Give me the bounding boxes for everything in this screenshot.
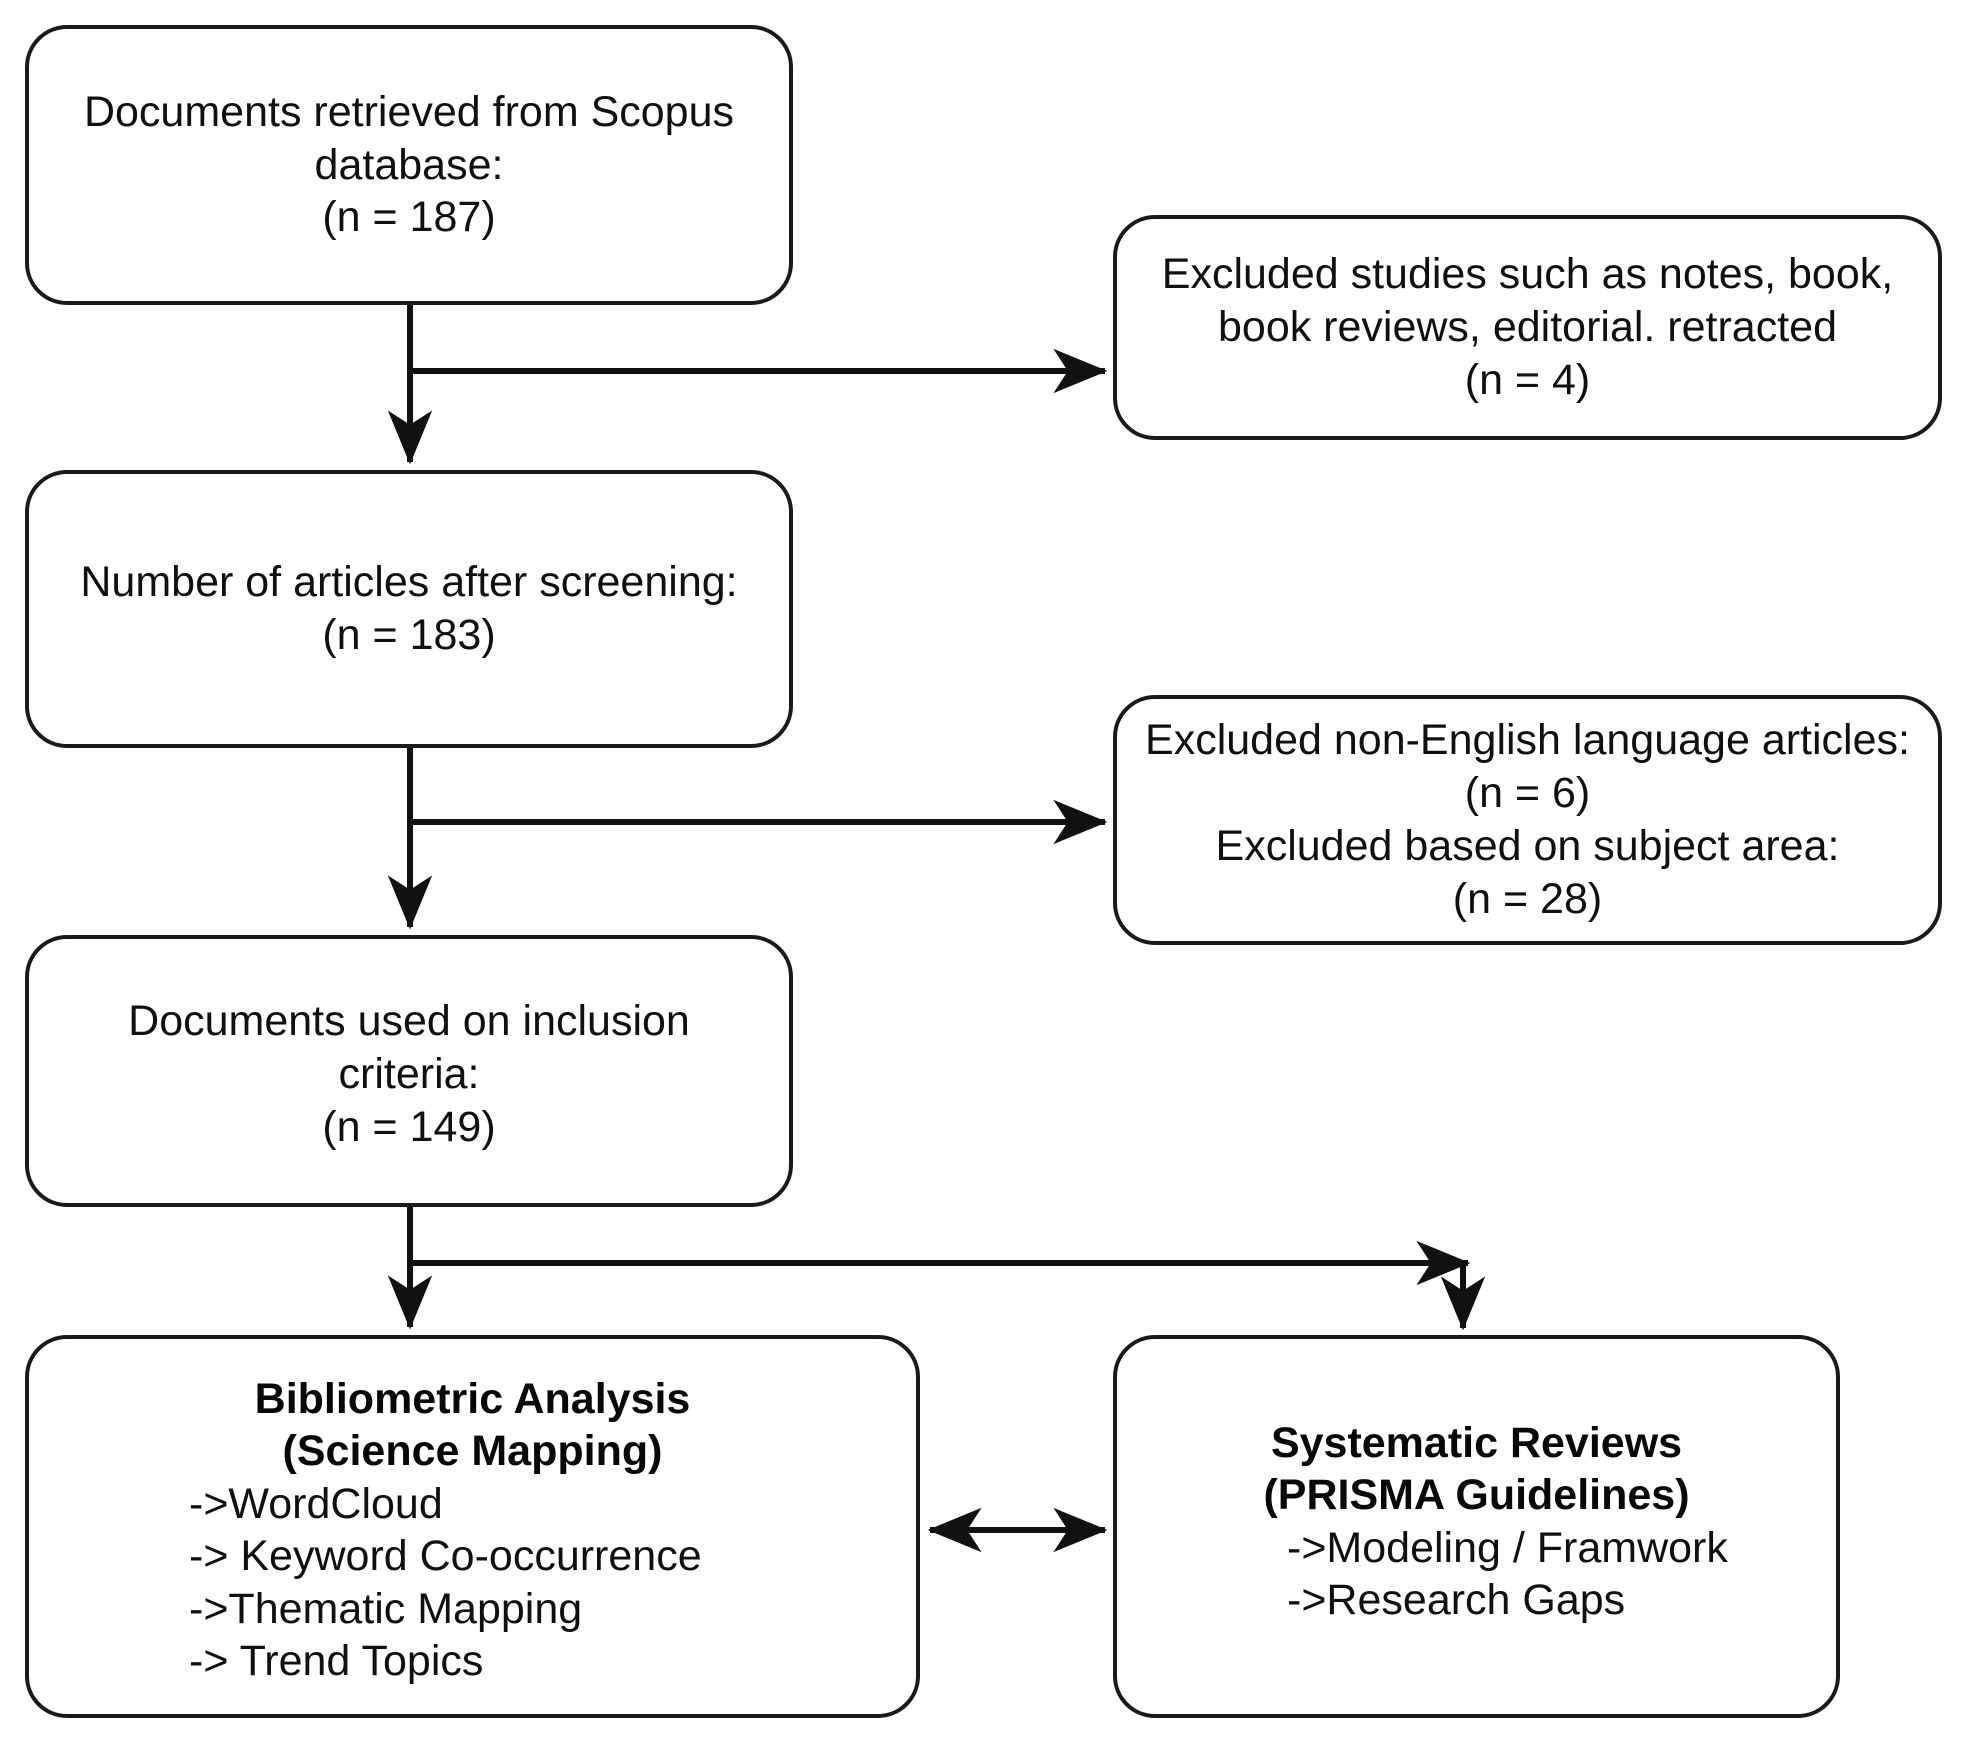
node-excluded-language-subject-text: Excluded non-English language articles: … — [1145, 716, 1910, 923]
node-bibliometric-analysis[interactable]: Bibliometric Analysis (Science Mapping) … — [25, 1335, 920, 1718]
edge-inclusion-to-systematic — [410, 1240, 1486, 1331]
systematic-title-line-2: (PRISMA Guidelines) — [1263, 1471, 1690, 1520]
systematic-item-modeling-framework: ->Modeling / Framwork — [1287, 1523, 1728, 1572]
bibliometric-item-wordcloud: ->WordCloud — [189, 1479, 443, 1528]
bibliometric-item-list: ->WordCloud -> Keyword Co-occurrence ->T… — [29, 1478, 916, 1688]
node-inclusion-criteria-text: Documents used on inclusion criteria: (n… — [128, 997, 690, 1151]
node-inclusion-criteria[interactable]: Documents used on inclusion criteria: (n… — [25, 935, 793, 1207]
bibliometric-item-thematic-mapping: ->Thematic Mapping — [189, 1584, 583, 1633]
node-systematic-reviews[interactable]: Systematic Reviews (PRISMA Guidelines) -… — [1113, 1335, 1840, 1718]
systematic-title-line-1: Systematic Reviews — [1270, 1419, 1683, 1467]
systematic-item-list: ->Modeling / Framwork ->Research Gaps — [1117, 1522, 1836, 1627]
systematic-item-research-gaps: ->Research Gaps — [1287, 1576, 1626, 1625]
bibliometric-item-trend-topics: -> Trend Topics — [189, 1637, 484, 1686]
bibliometric-title-line-2: (Science Mapping) — [282, 1427, 663, 1476]
node-excluded-language-subject[interactable]: Excluded non-English language articles: … — [1113, 695, 1942, 945]
node-excluded-types-text: Excluded studies such as notes, book, bo… — [1161, 250, 1894, 404]
node-after-screening-text: Number of articles after screening: (n =… — [80, 558, 738, 659]
node-scopus-retrieved[interactable]: Documents retrieved from Scopus database… — [25, 25, 793, 305]
node-after-screening[interactable]: Number of articles after screening: (n =… — [25, 470, 793, 748]
bibliometric-title-line-1: Bibliometric Analysis — [254, 1375, 691, 1423]
node-excluded-types[interactable]: Excluded studies such as notes, book, bo… — [1113, 215, 1942, 440]
node-scopus-retrieved-text: Documents retrieved from Scopus database… — [83, 87, 735, 242]
bibliometric-item-keyword-cooccurrence: -> Keyword Co-occurrence — [189, 1532, 702, 1581]
